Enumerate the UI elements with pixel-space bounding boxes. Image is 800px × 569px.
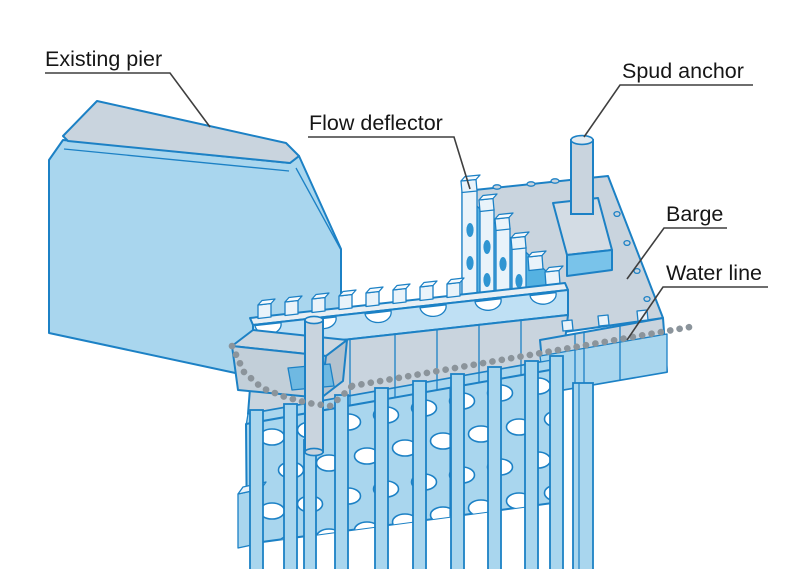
deck-bolts	[492, 178, 651, 303]
slat-holes	[466, 223, 523, 288]
callouts: Existing pier Flow deflector Spud anchor…	[45, 47, 768, 341]
slat-caps	[460, 174, 564, 287]
leader-spud-anchor	[583, 84, 753, 138]
stern-spud-well	[231, 329, 348, 399]
beam-parapet-blocks	[257, 277, 465, 320]
flow-deflector-wall	[460, 174, 565, 300]
water-line-dots	[228, 323, 694, 410]
flow-deflector-beam	[249, 277, 569, 351]
support-piles	[249, 355, 564, 569]
leader-barge	[626, 227, 727, 280]
label-spud-anchor: Spud anchor	[622, 59, 744, 83]
deck-cleats	[561, 309, 649, 332]
label-flow-deflector: Flow deflector	[309, 111, 443, 135]
label-water-line: Water line	[666, 261, 762, 285]
leader-flow-deflector	[308, 136, 471, 190]
spud-anchor-pipe	[570, 134, 594, 215]
hull-plate-joints	[349, 320, 621, 407]
spud-anchor-pipe-left	[304, 315, 324, 457]
leader-existing-pier	[45, 72, 211, 128]
spud-anchor-pile-right	[572, 382, 594, 569]
barge-illustration	[464, 175, 664, 334]
spud-well-box	[552, 197, 613, 277]
label-existing-pier: Existing pier	[45, 47, 162, 71]
label-barge: Barge	[666, 202, 723, 226]
leader-water-line	[626, 286, 768, 341]
